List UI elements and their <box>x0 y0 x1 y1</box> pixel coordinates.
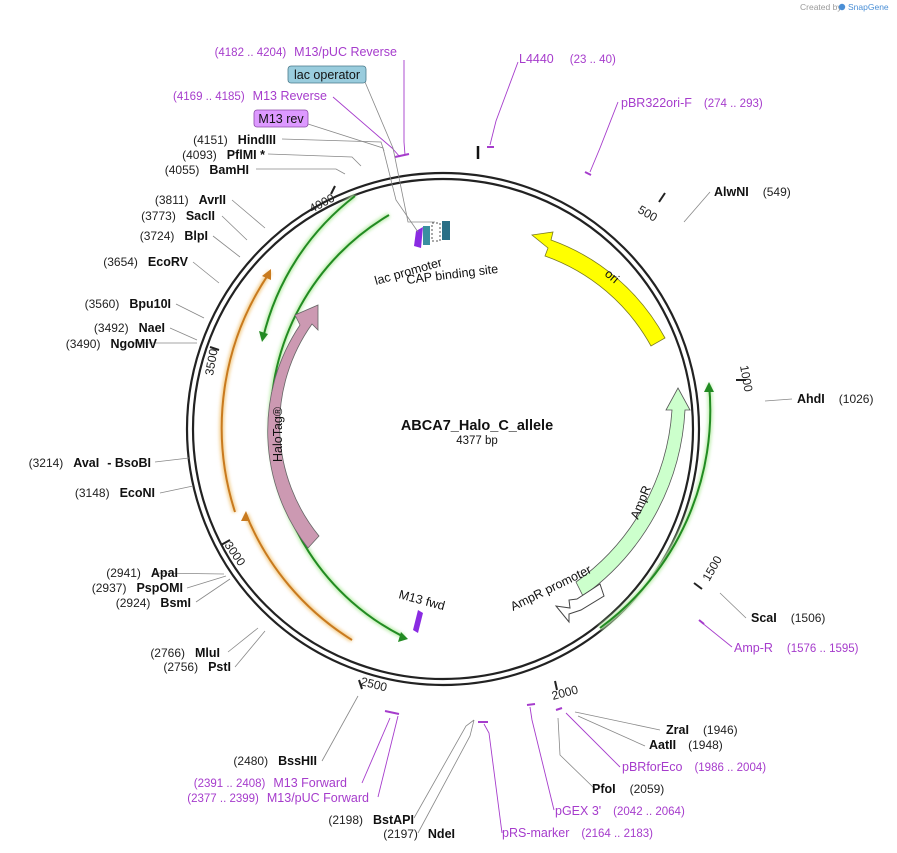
lac-operator-box <box>287 65 367 84</box>
enzyme-label-avrii: (3811)AvrII <box>155 193 226 207</box>
primer-label-m13-puc-reverse: (4182 .. 4204)M13/pUC Reverse <box>215 45 397 59</box>
primer-label-amp-r: Amp-R(1576 .. 1595) <box>734 641 859 655</box>
tick-label-1000: 1000 <box>737 364 755 393</box>
enzyme-label-sacii: (3773)SacII <box>141 209 215 223</box>
enzyme-label-psti: (2756)PstI <box>163 660 231 674</box>
backbone-inner <box>191 177 695 681</box>
orf-arrowhead-icon <box>704 382 714 392</box>
credit-brand: SnapGene <box>848 2 889 12</box>
tick-label-3500: 3500 <box>202 347 220 376</box>
backbone-outer <box>185 171 701 687</box>
enzyme-label-avai: (3214)AvaI- BsoBI <box>29 456 151 470</box>
enzyme-label-econi: (3148)EcoNI <box>75 486 155 500</box>
lac-operator-label: lac operator <box>294 68 360 82</box>
enzyme-label-alwni: AlwNI(549) <box>714 185 791 199</box>
enzyme-label-ahdi: AhdI(1026) <box>797 392 873 406</box>
cap-site-marker <box>423 226 430 245</box>
orf-arrowhead-icon <box>398 632 408 642</box>
tick-marks <box>209 185 746 691</box>
enzyme-label-naei: (3492)NaeI <box>94 321 165 335</box>
boxed-leader-lines <box>307 81 435 233</box>
lac-box-marker <box>442 221 450 240</box>
enzyme-label-bstapi: (2198)BstAPI <box>328 813 414 827</box>
enzyme-label-pflmi: (4093)PflMI * <box>182 148 265 162</box>
orf-arc-orange-lower <box>241 511 354 643</box>
enzyme-label-aatii: AatII(1948) <box>649 738 723 752</box>
enzyme-label-pspomi: (2937)PspOMI <box>92 581 183 595</box>
plasmid-length: 4377 bp <box>456 435 498 447</box>
primer-site-markers <box>384 146 705 723</box>
ampr-arrow <box>575 387 691 597</box>
credit-prefix: Created by <box>800 2 842 12</box>
halotag-arrow <box>267 304 320 549</box>
ampr-promoter-feature: AmpR promoter <box>508 562 605 624</box>
halotag-label: HaloTag® <box>271 406 285 462</box>
ampr-feature: AmpR <box>575 387 691 597</box>
ori-arrow <box>531 231 666 347</box>
primer-leader-lines <box>332 60 733 834</box>
m13-rev-box <box>253 109 309 128</box>
lac-operator-marker <box>431 222 441 242</box>
primer-label-m13-forward: (2391 .. 2408)M13 Forward <box>194 776 347 790</box>
orf-arc-left-inner <box>259 194 357 342</box>
primer-label-pgex3: pGEX 3'(2042 .. 2064) <box>555 804 685 818</box>
orf-arrowhead-icon <box>259 331 268 342</box>
orf-arc-orange-upper <box>219 269 273 513</box>
primer-label-l4440: L4440(23 .. 40) <box>519 52 616 66</box>
ori-feature: ori <box>531 231 666 347</box>
m13-fwd-feature: M13 fwd <box>397 587 447 633</box>
primer-label-m13-puc-forward: (2377 .. 2399)M13/pUC Forward <box>187 791 369 805</box>
m13-fwd-marker <box>413 610 423 633</box>
enzyme-label-apai: (2941)ApaI <box>106 566 178 580</box>
primer-label-m13-reverse: (4169 .. 4185)M13 Reverse <box>173 89 327 103</box>
credit: Created by SnapGene <box>800 2 889 12</box>
enzyme-label-scai: ScaI(1506) <box>751 611 825 625</box>
enzyme-label-bsshii: (2480)BssHII <box>233 754 317 768</box>
snapgene-logo-icon <box>838 3 846 11</box>
enzyme-label-hindiii: (4151)HindIII <box>193 133 276 147</box>
primer-labels: L4440(23 .. 40) pBR322ori-F(274 .. 293) … <box>173 45 859 840</box>
ori-label: ori <box>602 267 622 287</box>
enzyme-label-pfoi: PfoI(2059) <box>592 782 664 796</box>
orf-arc-right <box>598 382 714 631</box>
enzyme-label-blpi: (3724)BlpI <box>140 229 208 243</box>
enzyme-label-ngomiv: (3490)NgoMIV <box>66 337 158 351</box>
m13-fwd-label: M13 fwd <box>397 587 446 613</box>
primer-label-pbr322ori-f: pBR322ori-F(274 .. 293) <box>621 96 763 110</box>
lac-promoter-marker <box>414 227 423 248</box>
orf-arrowhead-icon <box>241 511 250 521</box>
tick-label-2000: 2000 <box>550 682 580 703</box>
enzyme-label-ecorv: (3654)EcoRV <box>103 255 188 269</box>
orf-arrowhead-icon <box>262 269 271 280</box>
m13-rev-label: M13 rev <box>258 112 304 126</box>
enzyme-label-bsmi: (2924)BsmI <box>116 596 191 610</box>
lac-region: lac promoter CAP binding site <box>373 221 499 288</box>
tick-label-2500: 2500 <box>359 674 389 694</box>
enzyme-label-bamhi: (4055)BamHI <box>165 163 249 177</box>
enzyme-leader-lines <box>132 138 793 834</box>
primer-label-pbrforeco: pBRforEco(1986 .. 2004) <box>622 760 766 774</box>
enzyme-label-bpu10i: (3560)Bpu10I <box>85 297 171 311</box>
tick-label-500: 500 <box>636 202 661 224</box>
enzyme-label-mlui: (2766)MluI <box>150 646 220 660</box>
primer-label-prs-marker: pRS-marker(2164 .. 2183) <box>502 826 653 840</box>
halotag-feature: HaloTag® <box>267 304 320 549</box>
ampr-promoter-arrow <box>554 583 605 624</box>
enzyme-labels: AlwNI(549) AhdI(1026) ScaI(1506) ZraI(19… <box>29 133 874 841</box>
boxed-labels: lac operator M13 rev <box>253 65 367 128</box>
tick-label-1500: 1500 <box>699 553 725 583</box>
enzyme-label-ndei: (2197)NdeI <box>383 827 455 841</box>
plasmid-name: ABCA7_Halo_C_allele <box>401 418 553 434</box>
enzyme-label-zrai: ZraI(1946) <box>666 723 738 737</box>
